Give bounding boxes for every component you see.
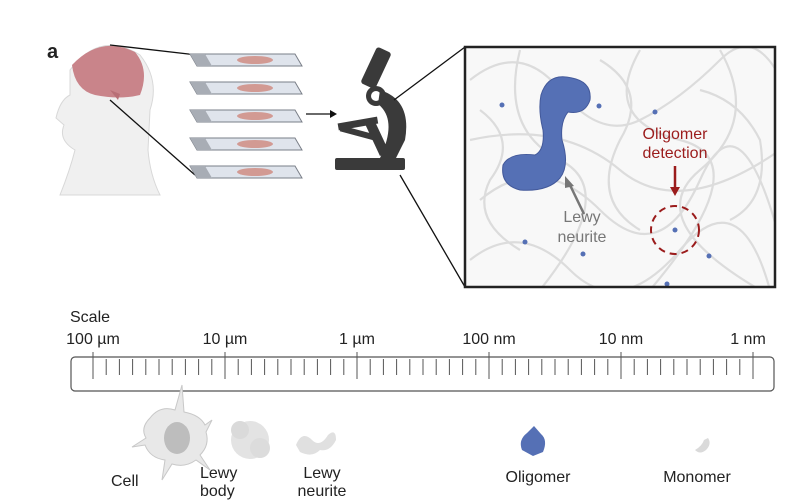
slide <box>189 109 303 123</box>
human-head-illustration <box>55 44 161 196</box>
lewy-body-icon <box>231 421 270 459</box>
oligomer-dots <box>499 102 712 287</box>
lewy-neurite-icon <box>296 432 336 455</box>
oligomer-icon <box>520 426 546 456</box>
ruler-ticks <box>92 352 754 379</box>
lewy-neurite-aggregate <box>502 76 591 191</box>
scale-tick-label: 100 nm <box>462 331 515 348</box>
monomer-label: Monomer <box>663 469 731 486</box>
oligomer-label: Oligomer <box>506 469 572 486</box>
scale-tick-label: 10 nm <box>599 331 643 348</box>
cell-icon <box>131 384 213 481</box>
scale-tick-label: 100 µm <box>66 331 120 348</box>
scale-tick-label: 1 µm <box>339 331 375 348</box>
brain-icon <box>72 45 144 98</box>
slide <box>189 53 303 67</box>
slide <box>189 165 303 179</box>
scale-tick-label: 1 nm <box>730 331 766 348</box>
scale-labels: 100 µm 10 µm 1 µm 100 nm 10 nm 1 nm <box>66 331 766 348</box>
slide <box>189 137 303 151</box>
scale-title: Scale <box>70 309 110 326</box>
microscope-icon <box>335 47 407 170</box>
panel-label: a <box>47 41 59 63</box>
tissue-slides <box>189 53 303 179</box>
cell-label: Cell <box>111 473 139 490</box>
scale-tick-label: 10 µm <box>203 331 248 348</box>
detection-circle <box>650 205 700 255</box>
monomer-icon <box>695 438 710 453</box>
slide <box>189 81 303 95</box>
